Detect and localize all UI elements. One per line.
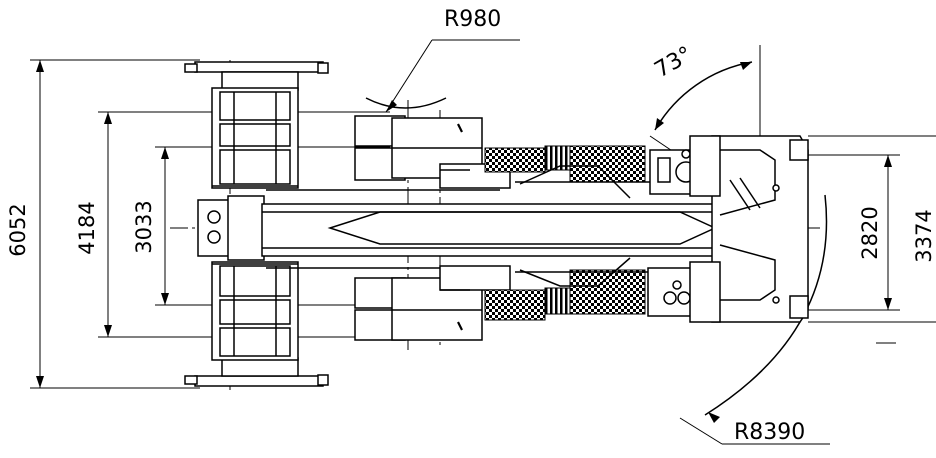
radius-r980: R980: [365, 7, 520, 113]
left-undercarriage: [184, 61, 329, 387]
upper-winch-group: [354, 115, 711, 199]
dim-label-3033: 3033: [132, 200, 156, 253]
lower-winch-group: [354, 257, 709, 341]
detail-marks: [440, 123, 470, 331]
dim-label-6052: 6052: [6, 203, 30, 256]
radius-r8390: R8390: [679, 194, 830, 445]
dim-label-4184: 4184: [75, 201, 99, 254]
dimension-3374: 3374: [808, 135, 936, 344]
dim-label-73: 73°: [651, 42, 697, 83]
main-boom: [261, 189, 791, 269]
dimension-2820: 2820: [808, 154, 900, 311]
dim-label-2820: 2820: [858, 206, 882, 259]
dim-label-3374: 3374: [912, 209, 936, 262]
tail-counterweight: [689, 135, 809, 323]
dim-label-r980: R980: [444, 7, 501, 32]
dim-label-r8390: R8390: [734, 420, 805, 445]
dimension-6052: 6052: [6, 59, 200, 389]
